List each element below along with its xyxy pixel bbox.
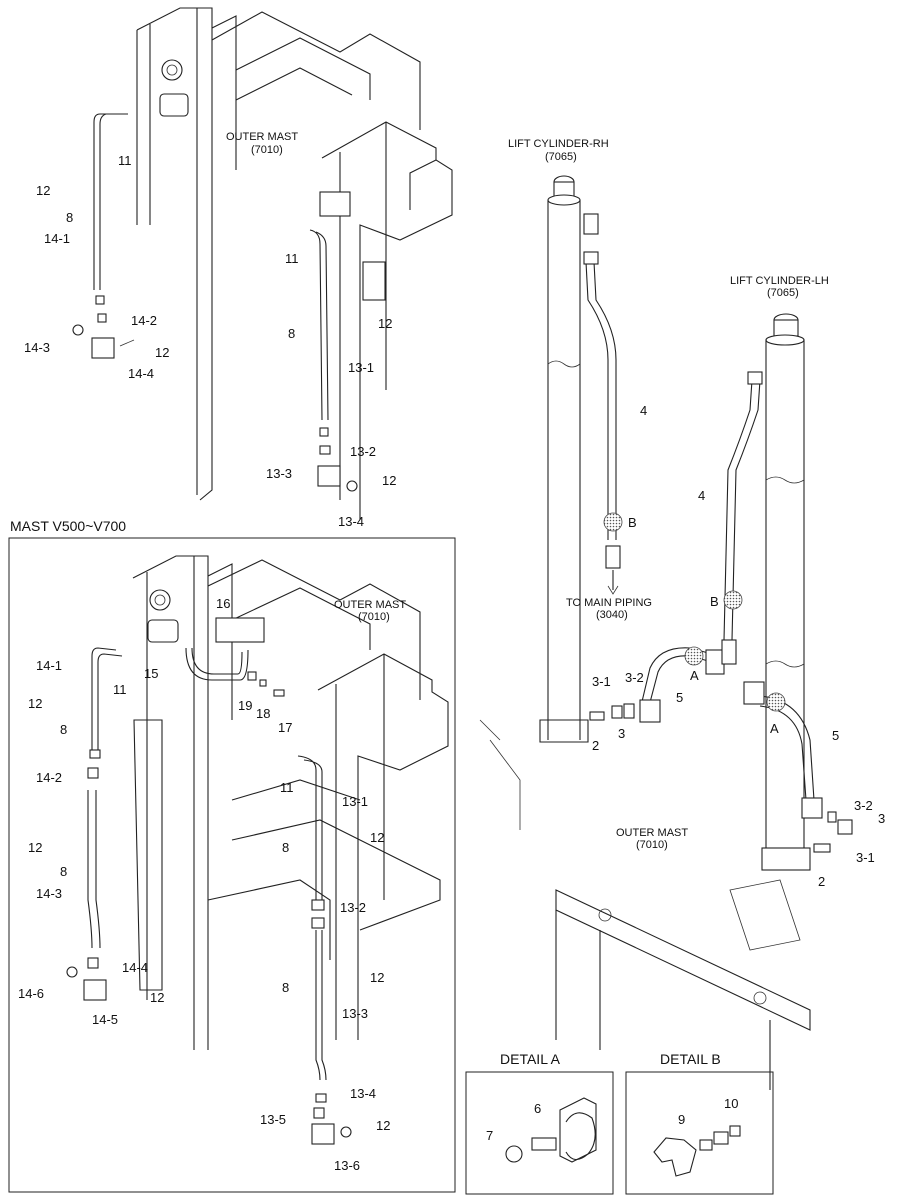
part-label: 13-1 [342,794,368,809]
outer-mast-label: OUTER MAST [616,827,688,839]
part-label: 19 [238,698,252,713]
outer-mast-label: OUTER MAST [334,599,406,611]
part-label: 12 [382,473,396,488]
inset-mast-v500-v700: MAST V500~V700 [8,518,456,1193]
part-label: 14-1 [44,231,70,246]
lift-cylinders [479,175,853,1090]
part-label: 9 [678,1112,685,1127]
detail-a: DETAIL A 6 7 [465,1051,614,1195]
part-label: 12 [376,1118,390,1133]
outer-mast-code: (7010) [358,611,390,623]
part-label: 12 [28,696,42,711]
detail-a-title: DETAIL A [500,1051,561,1067]
to-main-piping-code: (3040) [596,609,628,621]
lift-cylinder-rh-code: (7065) [545,151,577,163]
part-label: 14-3 [36,886,62,901]
part-label: 14-4 [128,366,154,381]
top-mast-labels: OUTER MAST (7010) 11 12 8 14-1 14-2 14-3… [24,131,396,529]
part-label: 17 [278,720,292,735]
part-label: 13-6 [334,1158,360,1173]
part-label: B [628,515,637,530]
part-label: 4 [640,403,647,418]
inset-labels: OUTER MAST (7010) 16 14-1 15 11 12 8 19 … [18,596,406,1173]
part-label: 11 [285,251,299,266]
part-label: 18 [256,706,270,721]
part-label: 8 [288,326,295,341]
part-label: 8 [60,722,67,737]
part-label: 8 [60,864,67,879]
part-label: 13-1 [348,360,374,375]
top-mast-assembly [72,7,453,520]
part-label: 7 [486,1128,493,1143]
part-label: 5 [676,690,683,705]
part-label: 8 [66,210,73,225]
part-label: A [690,668,699,683]
part-label: 13-2 [340,900,366,915]
part-label: 13-3 [342,1006,368,1021]
detail-b: DETAIL B 10 9 [625,1051,774,1195]
part-label: 13-3 [266,466,292,481]
part-label: 5 [832,728,839,743]
part-label: 13-4 [338,514,364,529]
part-label: 11 [280,780,294,795]
part-label: 14-2 [36,770,62,785]
part-label: 12 [150,990,164,1005]
part-label: 3-1 [592,674,611,689]
part-label: 3-2 [625,670,644,685]
part-label: 14-1 [36,658,62,673]
part-label: 15 [144,666,158,681]
part-label: 3 [618,726,625,741]
part-label: 4 [698,488,705,503]
lift-cylinder-labels: LIFT CYLINDER-RH (7065) LIFT CYLINDER-LH… [508,138,885,889]
part-label: 12 [28,840,42,855]
part-label: 14-2 [131,313,157,328]
part-label: 14-4 [122,960,148,975]
part-label: 12 [155,345,169,360]
part-label: 11 [113,682,127,697]
outer-mast-code: (7010) [251,144,283,156]
lift-cylinder-lh-label: LIFT CYLINDER-LH [730,275,829,287]
part-label: 8 [282,840,289,855]
outer-mast-code: (7010) [636,839,668,851]
detail-b-title: DETAIL B [660,1051,721,1067]
part-label: 3-1 [856,850,875,865]
part-label: 16 [216,596,230,611]
part-label: 3 [878,811,885,826]
part-label: 2 [592,738,599,753]
part-label: A [770,721,779,736]
outer-mast-label: OUTER MAST [226,131,298,143]
part-label: 13-2 [350,444,376,459]
lift-cylinder-lh-code: (7065) [767,287,799,299]
part-label: 13-4 [350,1086,376,1101]
part-label: 11 [118,153,132,168]
part-label: 12 [378,316,392,331]
to-main-piping-label: TO MAIN PIPING [566,597,652,609]
lift-cylinder-rh-label: LIFT CYLINDER-RH [508,138,609,150]
part-label: 2 [818,874,825,889]
part-label: 8 [282,980,289,995]
part-label: 12 [370,830,384,845]
part-label: 6 [534,1101,541,1116]
part-label: 10 [724,1096,738,1111]
part-label: 14-3 [24,340,50,355]
inset-title: MAST V500~V700 [10,518,126,534]
part-label: 12 [370,970,384,985]
part-label: 12 [36,183,50,198]
part-label: 14-5 [92,1012,118,1027]
part-label: 3-2 [854,798,873,813]
part-label: 14-6 [18,986,44,1001]
part-label: 13-5 [260,1112,286,1127]
part-label: B [710,594,719,609]
